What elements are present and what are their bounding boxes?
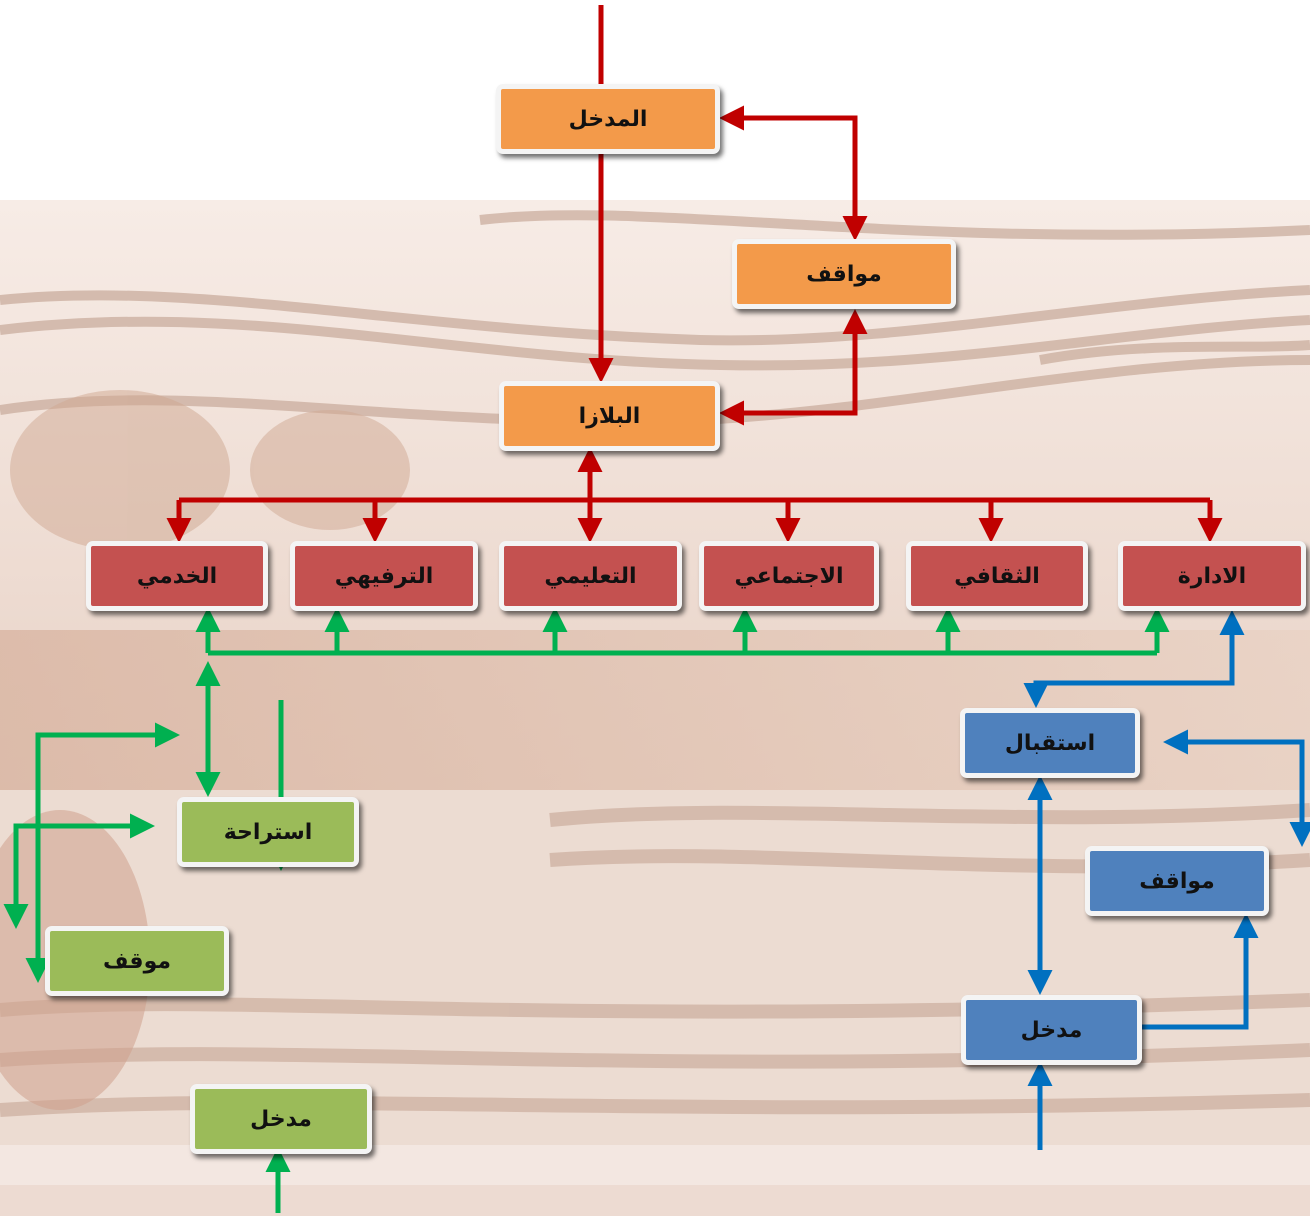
node-social-zone: الاجتماعي (699, 541, 879, 611)
node-admin-reception: استقبال (960, 708, 1140, 778)
arrow-parking-plaza (719, 309, 868, 426)
arrow-admin-to-reception (1023, 610, 1245, 708)
node-service-zone: الخدمي (86, 541, 268, 611)
arrow-parking-admin-entrance (1117, 913, 1259, 1040)
node-rest-area: استراحة (177, 797, 359, 867)
arrow-reception-parking (1163, 729, 1310, 847)
node-service-parking: موقف (45, 926, 229, 996)
node-admin-entrance: مدخل (961, 995, 1142, 1065)
node-main-parking: مواقف (732, 239, 956, 309)
node-cultural-zone: الثقافي (906, 541, 1088, 611)
arrow-parking-entrance (25, 722, 180, 983)
arrow-entrance-parking (719, 105, 868, 241)
node-recreational-zone: الترفيهي (290, 541, 478, 611)
node-plaza: البلازا (499, 381, 720, 451)
node-administration-zone: الادارة (1118, 541, 1306, 611)
node-admin-parking: مواقف (1085, 846, 1269, 916)
node-service-entrance: مدخل (190, 1084, 372, 1154)
node-main-entrance: المدخل (496, 84, 720, 154)
node-educational-zone: التعليمي (499, 541, 682, 611)
